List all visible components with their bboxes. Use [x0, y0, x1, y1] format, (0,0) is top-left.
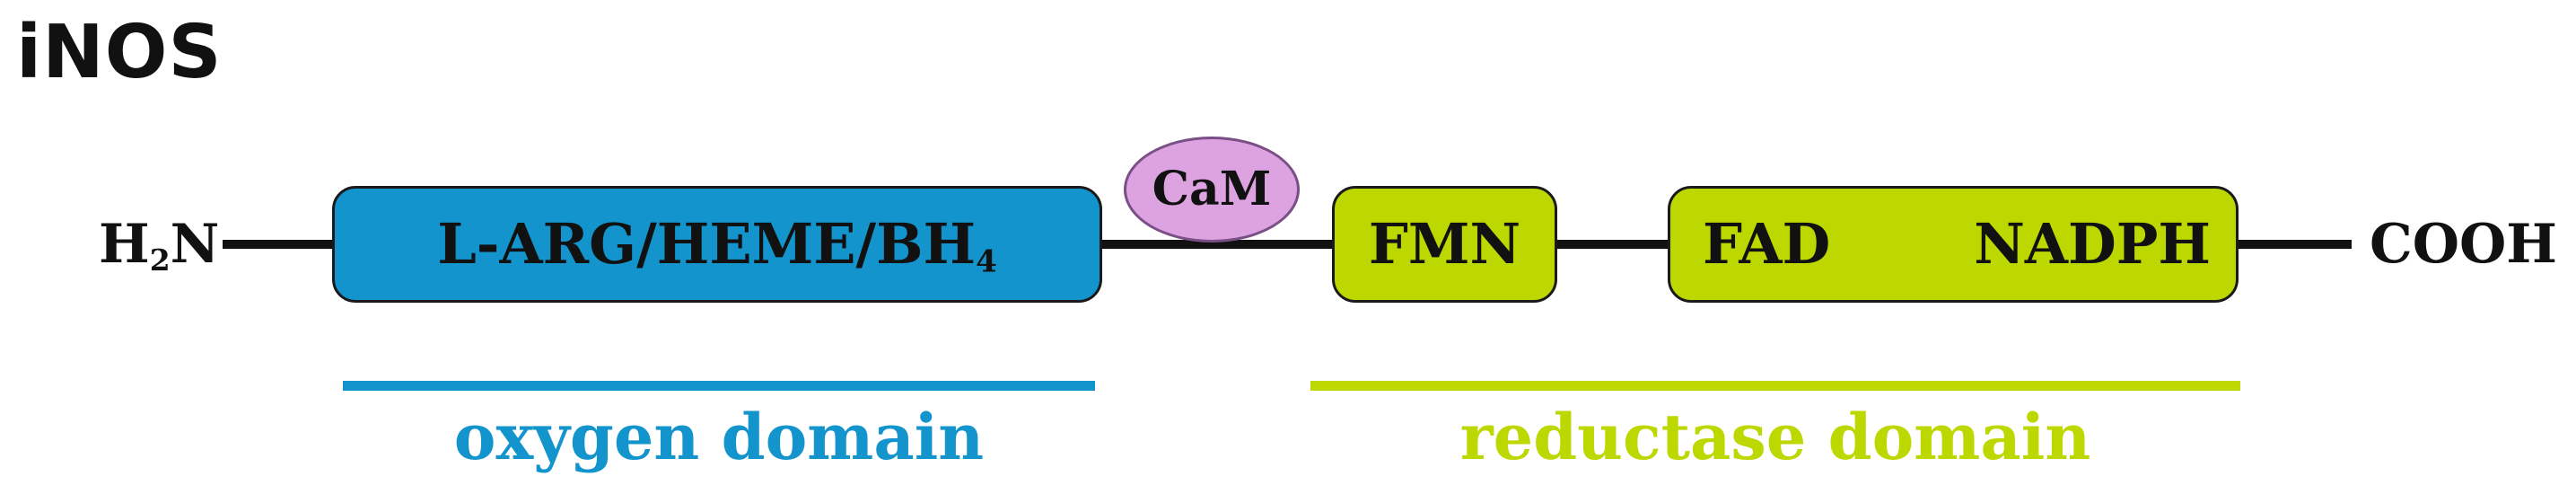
oxygen-domain-box: L-ARG/HEME/BH4 — [332, 186, 1102, 303]
cam-label: CaM — [1152, 162, 1272, 216]
oxygen-domain-label: oxygen domain — [453, 400, 985, 474]
n-terminus-subscript: 2 — [149, 243, 171, 278]
oxygen-box-label: L-ARG/HEME/BH4 — [437, 216, 997, 278]
cam-binding-ellipse: CaM — [1124, 137, 1300, 243]
backbone-line-c-terminal — [2237, 240, 2352, 249]
fad-nadph-box: FAD NADPH — [1668, 186, 2239, 303]
oxygen-box-label-main: L-ARG/HEME/BH — [437, 211, 977, 277]
nadph-label: NADPH — [1974, 211, 2211, 277]
oxygen-box-label-subscript: 4 — [976, 243, 997, 280]
fmn-label: FMN — [1368, 211, 1521, 277]
fmn-box: FMN — [1332, 186, 1557, 303]
reductase-domain-label: reductase domain — [1459, 400, 2091, 474]
c-terminus-label: COOH — [2370, 213, 2557, 276]
backbone-line-fmn-fad — [1555, 240, 1669, 249]
backbone-line-linker — [1100, 240, 1334, 249]
oxygen-domain-underline — [343, 381, 1095, 391]
n-terminus-label: H2N — [99, 217, 220, 275]
n-terminus-suffix: N — [170, 213, 220, 276]
reductase-domain-underline — [1310, 381, 2240, 391]
n-terminus-prefix: H — [99, 213, 150, 276]
fad-label: FAD — [1703, 211, 1831, 277]
backbone-line-n-terminal — [223, 240, 334, 249]
diagram-title: iNOS — [16, 10, 223, 95]
